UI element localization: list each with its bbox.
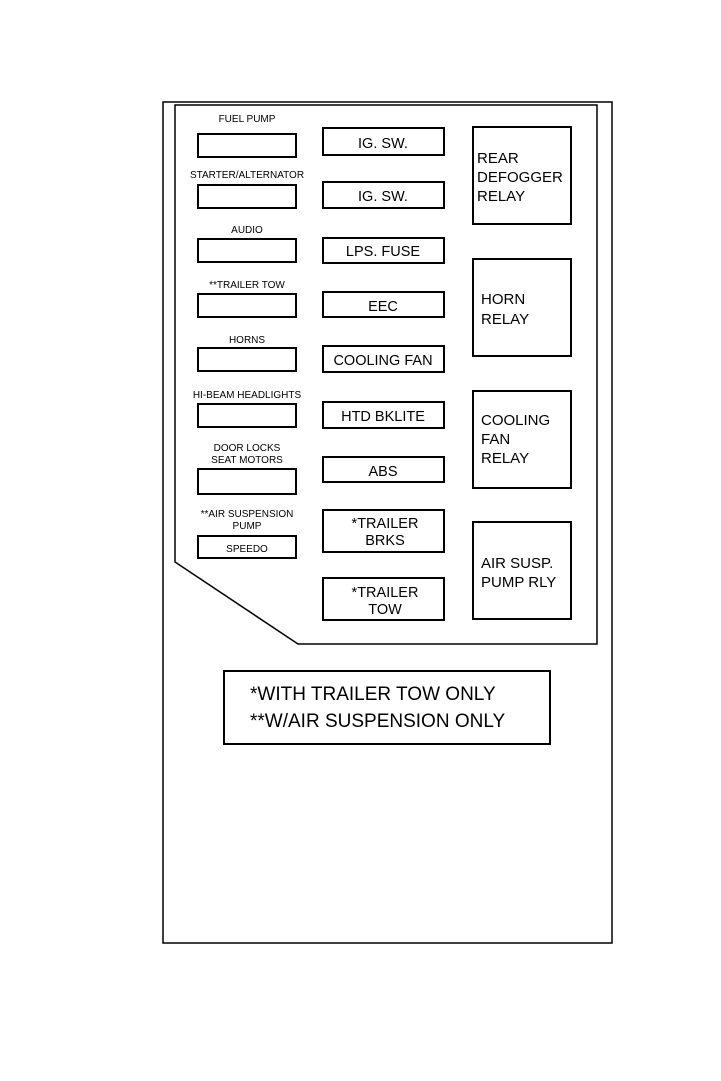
- htd-bklite-label: HTD BKLITE: [341, 409, 425, 425]
- trailer-tow-label-2: TOW: [368, 602, 402, 618]
- door-locks-label: DOOR LOCKS: [214, 443, 281, 454]
- starter-alternator-fuse: [197, 184, 297, 209]
- audio-label: AUDIO: [231, 225, 263, 236]
- trailer-tow-label-1: *TRAILER: [352, 585, 419, 601]
- footnote-line-2: **W/AIR SUSPENSION ONLY: [250, 711, 505, 732]
- cooling-fan-label: COOLING FAN: [333, 353, 432, 369]
- lps-fuse-label: LPS. FUSE: [346, 244, 420, 260]
- seat-motors-label: SEAT MOTORS: [211, 455, 283, 466]
- hi-beam-headlights-fuse: [197, 403, 297, 428]
- fuse-panel-outline: [174, 104, 598, 645]
- eec-fuse: [322, 291, 445, 318]
- air-suspension-label: **AIR SUSPENSION: [201, 509, 294, 520]
- horn-relay: [472, 258, 572, 357]
- rear-defogger-label-2: DEFOGGER: [477, 169, 563, 186]
- horn-relay-label-2: RELAY: [481, 311, 529, 328]
- hi-beam-headlights-label: HI-BEAM HEADLIGHTS: [193, 390, 302, 401]
- abs-label: ABS: [368, 464, 397, 480]
- relay-column: REAR DEFOGGER RELAY HORN RELAY COOLING F…: [472, 126, 572, 620]
- air-susp-pump-relay: [472, 521, 572, 620]
- pump-label: PUMP: [233, 521, 262, 532]
- air-susp-relay-label-2: PUMP RLY: [481, 574, 556, 591]
- horns-fuse: [197, 347, 297, 372]
- ig-sw-label-2: IG. SW.: [358, 189, 408, 205]
- trailer-tow-fuse-large: [322, 577, 445, 621]
- cooling-fan-relay-label-1: COOLING: [481, 412, 550, 429]
- trailer-brks-fuse: [322, 509, 445, 553]
- left-column: FUEL PUMP STARTER/ALTERNATOR AUDIO **TRA…: [190, 114, 304, 559]
- audio-fuse: [197, 238, 297, 263]
- speedo-fuse: [197, 535, 297, 559]
- trailer-brks-label-1: *TRAILER: [352, 516, 419, 532]
- ig-sw-label-1: IG. SW.: [358, 136, 408, 152]
- rear-defogger-relay: [472, 126, 572, 225]
- cooling-fan-relay: [472, 390, 572, 489]
- footnote-frame: [223, 670, 551, 745]
- cooling-fan-relay-label-2: FAN: [481, 431, 510, 448]
- fuel-pump-fuse: [197, 133, 297, 158]
- outer-frame: [162, 101, 613, 944]
- abs-fuse: [322, 456, 445, 483]
- horns-label: HORNS: [229, 335, 265, 346]
- trailer-tow-fuse: [197, 293, 297, 318]
- footnote-box: *WITH TRAILER TOW ONLY **W/AIR SUSPENSIO…: [223, 670, 551, 745]
- footnote-line-1: *WITH TRAILER TOW ONLY: [250, 684, 496, 705]
- cooling-fan-relay-label-3: RELAY: [481, 450, 529, 467]
- speedo-label: SPEEDO: [226, 544, 268, 555]
- rear-defogger-label-1: REAR: [477, 150, 519, 167]
- eec-label: EEC: [368, 299, 398, 315]
- horn-relay-label-1: HORN: [481, 291, 525, 308]
- lps-fuse-box: [322, 237, 445, 264]
- trailer-brks-label-2: BRKS: [365, 533, 405, 549]
- ig-sw-fuse-1: [322, 127, 445, 156]
- fuel-pump-label: FUEL PUMP: [219, 114, 276, 125]
- air-susp-relay-label-1: AIR SUSP.: [481, 555, 553, 572]
- trailer-tow-label: **TRAILER TOW: [209, 280, 285, 291]
- middle-column: IG. SW. IG. SW. LPS. FUSE EEC COOLING FA…: [322, 127, 445, 621]
- starter-alternator-label: STARTER/ALTERNATOR: [190, 170, 304, 181]
- ig-sw-fuse-2: [322, 181, 445, 209]
- door-locks-seat-motors-fuse: [197, 468, 297, 495]
- htd-bklite-fuse: [322, 401, 445, 429]
- cooling-fan-fuse: [322, 345, 445, 373]
- rear-defogger-label-3: RELAY: [477, 188, 525, 205]
